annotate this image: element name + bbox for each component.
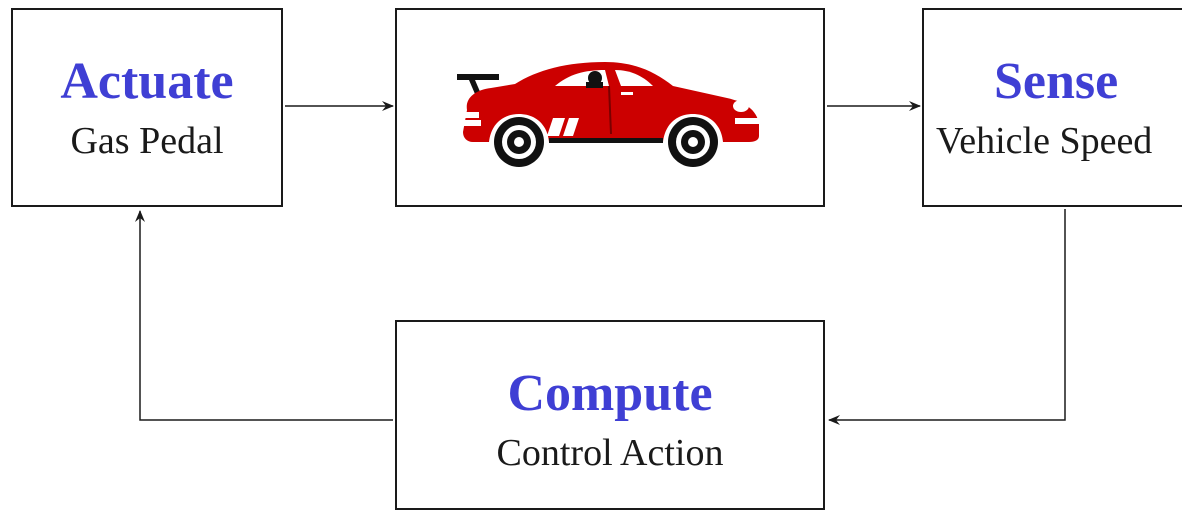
sense-title: Sense — [994, 52, 1119, 110]
actuate-box: Actuate Gas Pedal — [11, 8, 283, 207]
sense-box: Sense Vehicle Speed — [922, 8, 1182, 207]
sense-subtitle: Vehicle Speed — [936, 119, 1153, 162]
arrow-sense-to-compute — [828, 209, 1066, 425]
arrow-compute-to-actuate — [135, 210, 393, 421]
actuate-title: Actuate — [60, 52, 234, 110]
compute-title: Compute — [507, 365, 713, 422]
plant-box — [395, 8, 825, 207]
compute-box: Compute Control Action — [395, 320, 825, 510]
front-wheel — [668, 116, 718, 167]
rear-wheel — [494, 116, 544, 167]
compute-subtitle: Control Action — [496, 432, 724, 474]
actuate-subtitle: Gas Pedal — [70, 119, 224, 162]
car-icon — [457, 61, 759, 167]
